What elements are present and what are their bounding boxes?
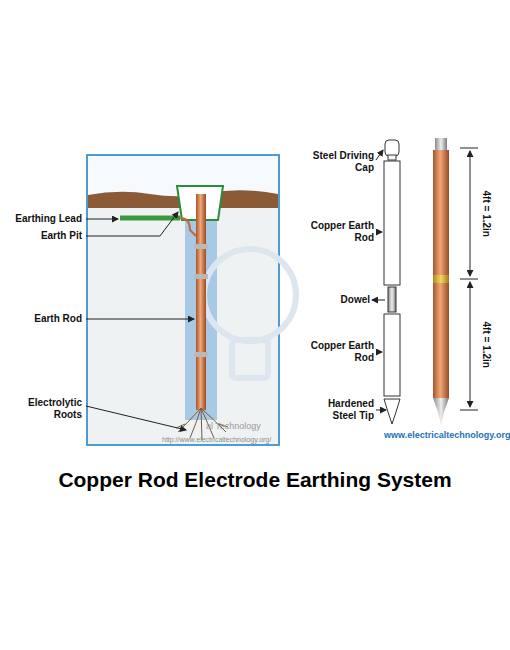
part-label: Hardened Steel Tip — [310, 398, 374, 421]
part-label: Earthing Lead — [15, 213, 82, 225]
part-label: Steel Driving Cap — [298, 150, 374, 173]
watermark: http://www.electricaltechnology.org/ — [162, 436, 271, 444]
diagram-title: Copper Rod Electrode Earthing System — [0, 468, 510, 492]
part-label: Copper Earth Rod — [310, 220, 374, 243]
part-label: Dowel — [341, 294, 370, 306]
assembled-rod — [433, 138, 478, 425]
part-label: Earth Rod — [34, 313, 82, 325]
watermark: al Technology — [206, 421, 261, 431]
part-label: Electrolytic Roots — [18, 397, 82, 420]
part-label: Copper Earth Rod — [310, 340, 374, 363]
earth-pit-panel — [86, 155, 296, 445]
dimension: 4ft = 1.2in — [480, 191, 492, 237]
exploded-rod — [372, 140, 400, 424]
part-label: Earth Pit — [41, 230, 82, 242]
watermark: www.electricaltechnology.org — [384, 430, 510, 440]
dimension: 4ft = 1.2in — [480, 322, 492, 368]
